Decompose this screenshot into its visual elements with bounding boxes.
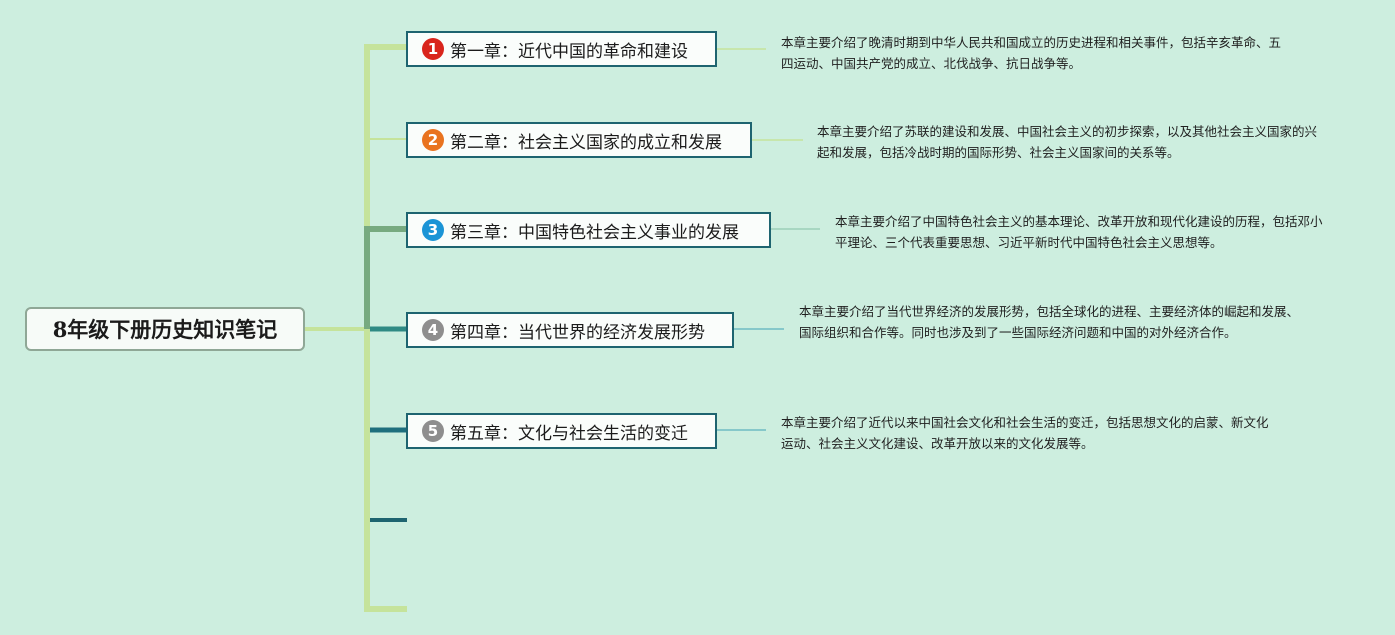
chapter-title: 第五章：文化与社会生活的变迁 [450, 423, 688, 444]
root-node[interactable]: 8年级下册历史知识笔记 [25, 307, 305, 351]
chapter-summary-5: 本章主要介绍了近代以来中国社会文化和社会生活的变迁，包括思想文化的启蒙、新文化运… [781, 415, 1269, 451]
chapter-title: 第二章：社会主义国家的成立和发展 [450, 132, 722, 153]
chapter-summary-3: 本章主要介绍了中国特色社会主义的基本理论、改革开放和现代化建设的历程，包括邓小平… [835, 214, 1323, 250]
chapter-node-2[interactable]: 2 第二章：社会主义国家的成立和发展 [406, 122, 752, 158]
chapter-summary-4: 本章主要介绍了当代世界经济的发展形势，包括全球化的进程、主要经济体的崛起和发展、… [799, 304, 1300, 340]
chapter-node-5[interactable]: 5 第五章：文化与社会生活的变迁 [406, 413, 717, 449]
chapter-title: 第四章：当代世界的经济发展形势 [450, 322, 705, 343]
number-badge-icon: 3 [422, 219, 444, 241]
chapter-title: 第一章：近代中国的革命和建设 [450, 41, 688, 62]
chapter-title: 第三章：中国特色社会主义事业的发展 [450, 222, 739, 243]
chapter-node-4[interactable]: 4 第四章：当代世界的经济发展形势 [406, 312, 734, 348]
chapter-node-3[interactable]: 3 第三章：中国特色社会主义事业的发展 [406, 212, 771, 248]
chapter-summary-2: 本章主要介绍了苏联的建设和发展、中国社会主义的初步探索，以及其他社会主义国家的兴… [817, 124, 1318, 160]
root-title: 8年级下册历史知识笔记 [52, 317, 278, 342]
number-badge-icon: 5 [422, 420, 444, 442]
chapter-summary-1: 本章主要介绍了晚清时期到中华人民共和国成立的历史进程和相关事件，包括辛亥革命、五… [781, 35, 1282, 71]
chapter-node-1[interactable]: 1 第一章：近代中国的革命和建设 [406, 31, 717, 67]
number-badge-icon: 2 [422, 129, 444, 151]
number-badge-icon: 4 [422, 319, 444, 341]
number-badge-icon: 1 [422, 38, 444, 60]
